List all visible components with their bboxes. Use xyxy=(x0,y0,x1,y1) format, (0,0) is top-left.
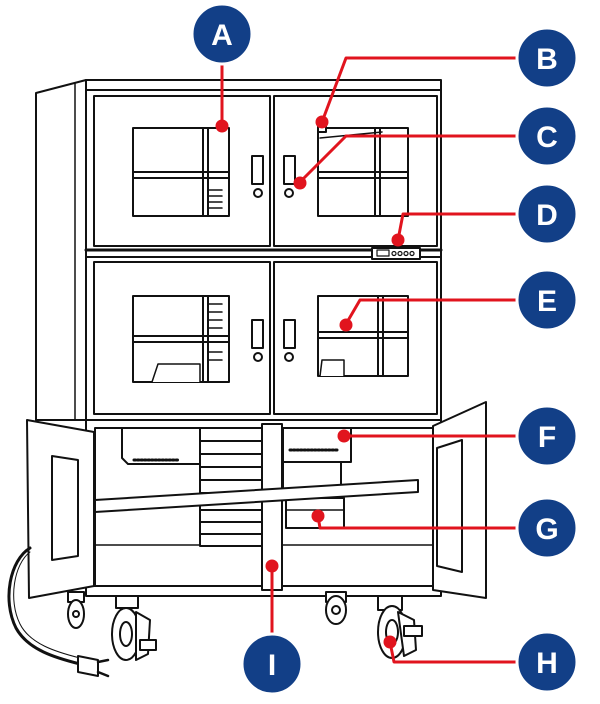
door-lock-icon xyxy=(253,188,263,198)
door-middle-left xyxy=(93,261,271,415)
power-plug-icon xyxy=(77,655,110,678)
door-lock-icon xyxy=(284,352,294,362)
callout-letter-c: C xyxy=(536,121,558,154)
door-handle xyxy=(283,155,296,185)
leader-dot-c xyxy=(293,176,307,190)
caster-front-right xyxy=(377,595,423,659)
leader-dot-d xyxy=(391,233,405,247)
door-lock-icon xyxy=(253,352,263,362)
door-top-right xyxy=(273,95,438,247)
callout-badge-i: I xyxy=(240,632,304,696)
callout-letter-a: A xyxy=(211,19,233,52)
callout-letter-b: B xyxy=(536,43,558,76)
leader-dot-i xyxy=(265,559,279,573)
leader-line-d xyxy=(396,212,526,242)
cabinet-left-side-panel xyxy=(35,79,87,421)
cart-door-right xyxy=(432,401,487,599)
callout-letter-g: G xyxy=(535,513,558,546)
door-middle-right xyxy=(273,261,438,415)
door-handle xyxy=(251,319,264,349)
leader-dot-f xyxy=(337,429,351,443)
leader-dot-a xyxy=(215,119,229,133)
drawer-tower-left xyxy=(199,427,263,547)
callout-badges: A B C D E F G H xyxy=(190,2,579,696)
callout-letter-d: D xyxy=(536,199,558,232)
callout-badge-d: D xyxy=(515,182,579,246)
callout-badge-a: A xyxy=(190,2,254,66)
door-handle xyxy=(251,155,264,185)
leader-dot-b xyxy=(315,115,329,129)
callout-letter-f: F xyxy=(538,421,556,454)
callout-badge-e: E xyxy=(515,268,579,332)
callout-badge-f: F xyxy=(515,404,579,468)
leader-line-b xyxy=(320,56,526,124)
leader-lines xyxy=(220,54,526,664)
caster-back-left xyxy=(67,591,85,629)
power-cord xyxy=(7,546,110,678)
lower-cart xyxy=(85,419,442,597)
leader-line-e xyxy=(344,298,526,326)
leader-line-c xyxy=(298,134,526,184)
leader-dots xyxy=(215,115,405,649)
callout-letter-i: I xyxy=(268,649,276,682)
callout-badge-c: C xyxy=(515,104,579,168)
callout-badge-b: B xyxy=(515,26,579,90)
leader-dot-g xyxy=(311,509,325,523)
control-panel xyxy=(371,247,421,260)
caster-front-left xyxy=(111,595,157,661)
callout-letter-h: H xyxy=(536,647,558,680)
door-lock-icon xyxy=(284,188,294,198)
dehumidifier-unit-left xyxy=(121,427,201,465)
cart-door-left xyxy=(26,419,95,599)
leader-dot-h xyxy=(383,635,397,649)
callout-badge-h: H xyxy=(515,630,579,694)
door-handle xyxy=(283,319,296,349)
callout-badge-g: G xyxy=(515,496,579,560)
door-top-left xyxy=(93,95,271,247)
callout-letter-e: E xyxy=(537,285,557,318)
caster-back-right xyxy=(325,591,347,625)
leader-line-h xyxy=(388,640,526,664)
leader-dot-e xyxy=(339,318,353,332)
